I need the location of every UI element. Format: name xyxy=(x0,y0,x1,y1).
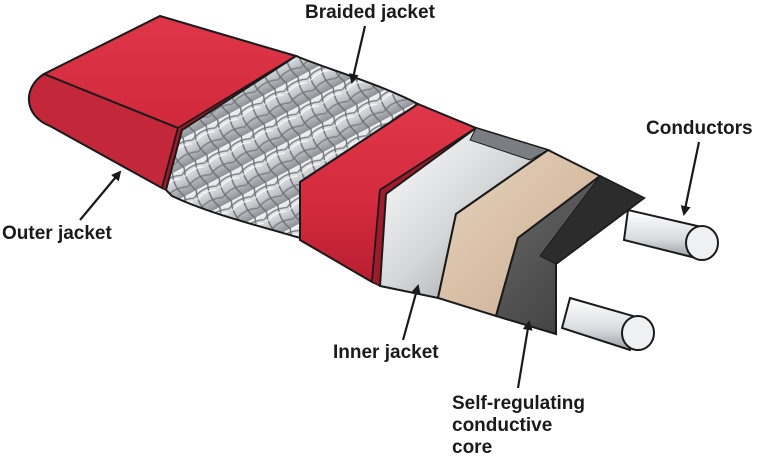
conductor-upper xyxy=(622,208,719,261)
arrow-icon xyxy=(79,170,122,221)
pointer-arrows xyxy=(79,25,701,389)
conductors-label: Conductors xyxy=(646,118,753,139)
arrow-icon xyxy=(401,284,421,341)
outer-jacket-label: Outer jacket xyxy=(2,223,112,244)
arrow-icon xyxy=(516,320,533,389)
core-label-line-1: Self-regulating xyxy=(452,393,586,414)
core-face xyxy=(539,175,645,265)
braided-jacket-label: Braided jacket xyxy=(305,2,435,23)
conductor-lower xyxy=(560,296,655,352)
core-label-line-2: conductive xyxy=(452,415,553,436)
core-label-line-3: core xyxy=(452,437,493,458)
outer-jacket-left-side xyxy=(28,72,180,190)
conductive-core-section xyxy=(494,174,646,336)
conductive-core-label: Self-regulating conductive core xyxy=(452,393,585,459)
inner-jacket-label: Inner jacket xyxy=(333,342,439,363)
arrow-icon xyxy=(680,141,701,216)
arrow-icon xyxy=(348,25,367,84)
inner-jacket-top xyxy=(469,127,550,161)
